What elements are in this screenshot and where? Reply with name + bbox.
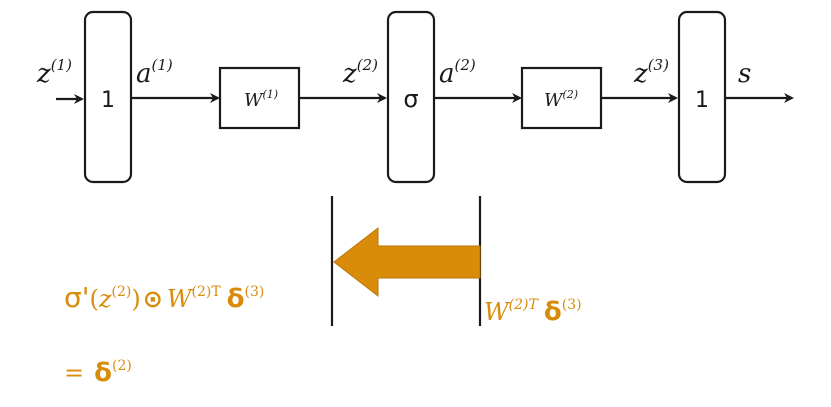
edge-label-z2: z(2): [342, 56, 378, 89]
right-delta-sup: (3): [562, 297, 582, 313]
left-z-sup: (2): [111, 284, 131, 300]
right-delta: δ: [544, 297, 562, 327]
weight-1-sup: (1): [263, 88, 279, 101]
edge-label-z2-base: z: [342, 59, 357, 89]
edge-label-z3-base: z: [633, 59, 648, 89]
input-label: z(1): [36, 56, 72, 89]
edge-label-a2: a(2): [439, 56, 476, 89]
weight-2-base: W: [544, 90, 564, 111]
left-w-base: W: [167, 285, 194, 313]
weight-1-base: W: [244, 90, 264, 111]
edge-label-z3-sup: (3): [648, 56, 669, 74]
edge-label-a1: a(1): [136, 56, 173, 89]
edge-label-z2-sup: (2): [357, 56, 378, 74]
left-paren-close: ): [131, 285, 140, 313]
weight-1-label: W(1): [244, 88, 278, 111]
left-delta-sup: (3): [245, 284, 265, 300]
edge-label-s: s: [738, 59, 751, 89]
weight-2-sup: (2): [563, 88, 579, 101]
result-equals: =: [64, 359, 84, 387]
edge-label-z3: z(3): [633, 56, 669, 89]
left-sigma-prime: σ': [64, 281, 89, 314]
block-1-symbol: 1: [101, 88, 115, 113]
backprop-left-label: σ'(z(2))⊙W(2)T δ(3): [64, 281, 264, 314]
weight-2-label: W(2): [544, 88, 578, 111]
right-w-base: W: [484, 298, 511, 326]
edge-label-a2-base: a: [439, 59, 455, 89]
left-delta: δ: [227, 284, 245, 314]
left-z-base: z: [98, 285, 112, 313]
backprop-arrow: [333, 226, 481, 298]
block-3-symbol: 1: [695, 88, 709, 113]
left-paren-open: (: [89, 285, 98, 313]
weight-2: [520, 66, 603, 130]
right-t: T: [529, 297, 540, 313]
result-delta-sup: (2): [112, 358, 132, 374]
edge-label-a1-sup: (1): [152, 56, 173, 74]
block-sigma-symbol: σ: [403, 85, 418, 113]
left-odot: ⊙: [143, 285, 163, 313]
right-w-sup: (2): [509, 297, 529, 313]
edge-label-a1-base: a: [136, 59, 152, 89]
backprop-result: = δ(2): [64, 358, 132, 388]
input-label-sup: (1): [51, 56, 72, 74]
result-delta: δ: [94, 358, 112, 388]
edge-label-a2-sup: (2): [455, 56, 476, 74]
left-w-sup: (2)T: [191, 284, 221, 300]
input-label-base: z: [36, 59, 51, 89]
